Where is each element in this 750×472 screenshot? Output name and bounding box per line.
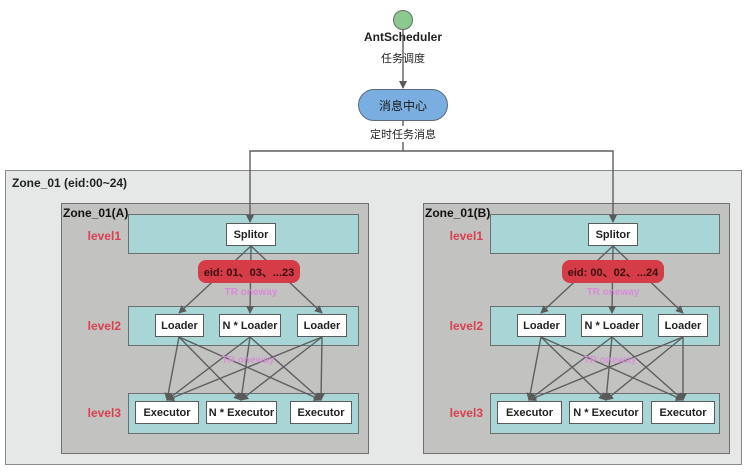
zone-b-loader-1: Loader (517, 314, 566, 337)
zone-a-title: Zone_01(A) (63, 206, 129, 220)
timed-message-label: 定时任务消息 (363, 126, 443, 142)
zone-b-executor-n: N * Executor (569, 401, 643, 424)
zone-a-level3-label: level3 (87, 406, 121, 420)
zone-a-executor-1: Executor (135, 401, 199, 424)
scheduler-start-node (393, 10, 413, 30)
scheduler-action-label: 任务调度 (373, 50, 433, 66)
zone-b-level3-label: level3 (449, 406, 483, 420)
zone-a-level1-label: level1 (87, 229, 121, 243)
zone-b-executor-2: Executor (651, 401, 715, 424)
zone-b-eid-filter: eid: 00、02、...24 (562, 260, 664, 283)
zone-a-loader-2: Loader (297, 314, 347, 337)
zone-a-executor-n: N * Executor (206, 401, 277, 424)
zone-a-level2-label: level2 (87, 319, 121, 333)
scheduler-name: AntScheduler (363, 30, 442, 44)
zone-b-loader-2: Loader (658, 314, 708, 337)
zone-a-link-label-2: TR oneway (221, 355, 275, 366)
zone-b-title: Zone_01(B) (425, 206, 491, 220)
message-center-label: 消息中心 (378, 98, 427, 113)
zone-b-splitor-node: Splitor (588, 223, 638, 246)
zone-a-link-label-1: TR oneway (224, 287, 278, 298)
zone-b-loader-n: N * Loader (581, 314, 643, 337)
zone-b-level1-label: level1 (449, 229, 483, 243)
zone-b-link-label-2: TR oneway (583, 355, 637, 366)
zone-a-eid-filter: eid: 01、03、...23 (198, 260, 300, 283)
zone-b-link-label-1: TR oneway (586, 287, 640, 298)
zone-a-loader-1: Loader (155, 314, 204, 337)
message-center-node: 消息中心 (358, 89, 448, 121)
zone-a-splitor-node: Splitor (226, 223, 276, 246)
zone-b-level2-label: level2 (449, 319, 483, 333)
outer-zone-title: Zone_01 (eid:00~24) (12, 176, 128, 190)
zone-a-loader-n: N * Loader (219, 314, 281, 337)
zone-b-executor-1: Executor (497, 401, 562, 424)
zone-a-executor-2: Executor (290, 401, 352, 424)
